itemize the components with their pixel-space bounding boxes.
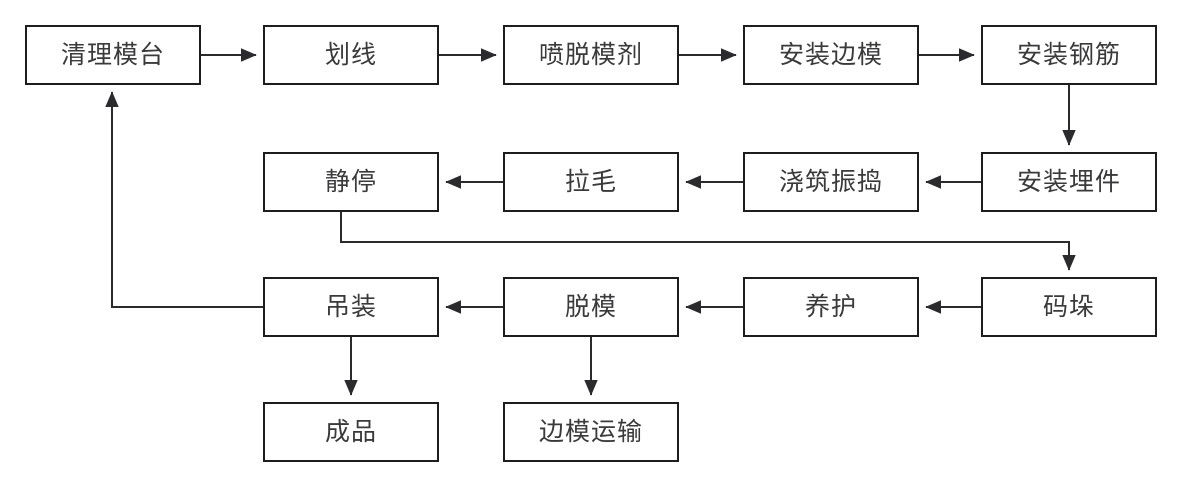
flow-node-label: 养护 (804, 291, 857, 321)
flow-node-label: 划线 (324, 39, 377, 69)
flow-node-n4[interactable]: 安装边模 (743, 25, 919, 85)
flow-node-n11[interactable]: 养护 (743, 277, 919, 337)
flow-edge-n9-to-n10 (340, 212, 1076, 271)
flow-node-label: 清理模台 (60, 39, 165, 69)
edge-group (105, 48, 1076, 396)
flow-node-n15[interactable]: 边模运输 (503, 402, 679, 462)
flow-node-n3[interactable]: 喷脱模剂 (503, 25, 679, 85)
flow-node-n2[interactable]: 划线 (263, 25, 439, 85)
flow-node-label: 码垛 (1042, 291, 1095, 321)
flow-node-label: 安装钢筋 (1016, 39, 1121, 69)
flow-node-n9[interactable]: 静停 (263, 152, 439, 212)
flow-node-label: 拉毛 (564, 166, 617, 196)
flow-node-label: 浇筑振捣 (778, 166, 883, 196)
flow-node-n7[interactable]: 浇筑振捣 (743, 152, 919, 212)
flow-node-n8[interactable]: 拉毛 (503, 152, 679, 212)
flow-node-label: 脱模 (564, 291, 617, 321)
flow-node-label: 边模运输 (538, 416, 643, 446)
flow-node-label: 静停 (324, 166, 377, 196)
flow-node-label: 吊装 (324, 291, 377, 321)
flow-node-n13[interactable]: 吊装 (263, 277, 439, 337)
flow-node-n6[interactable]: 安装埋件 (981, 152, 1157, 212)
flow-node-n10[interactable]: 码垛 (981, 277, 1157, 337)
flow-node-n1[interactable]: 清理模台 (25, 25, 201, 85)
flow-edge-n13-to-n1 (105, 91, 263, 308)
flow-node-n14[interactable]: 成品 (263, 402, 439, 462)
flow-node-label: 安装埋件 (1016, 166, 1121, 196)
flow-node-n12[interactable]: 脱模 (503, 277, 679, 337)
flow-node-label: 喷脱模剂 (538, 39, 643, 69)
flow-node-n5[interactable]: 安装钢筋 (981, 25, 1157, 85)
flow-node-label: 成品 (324, 416, 377, 446)
flow-node-label: 安装边模 (778, 39, 883, 69)
